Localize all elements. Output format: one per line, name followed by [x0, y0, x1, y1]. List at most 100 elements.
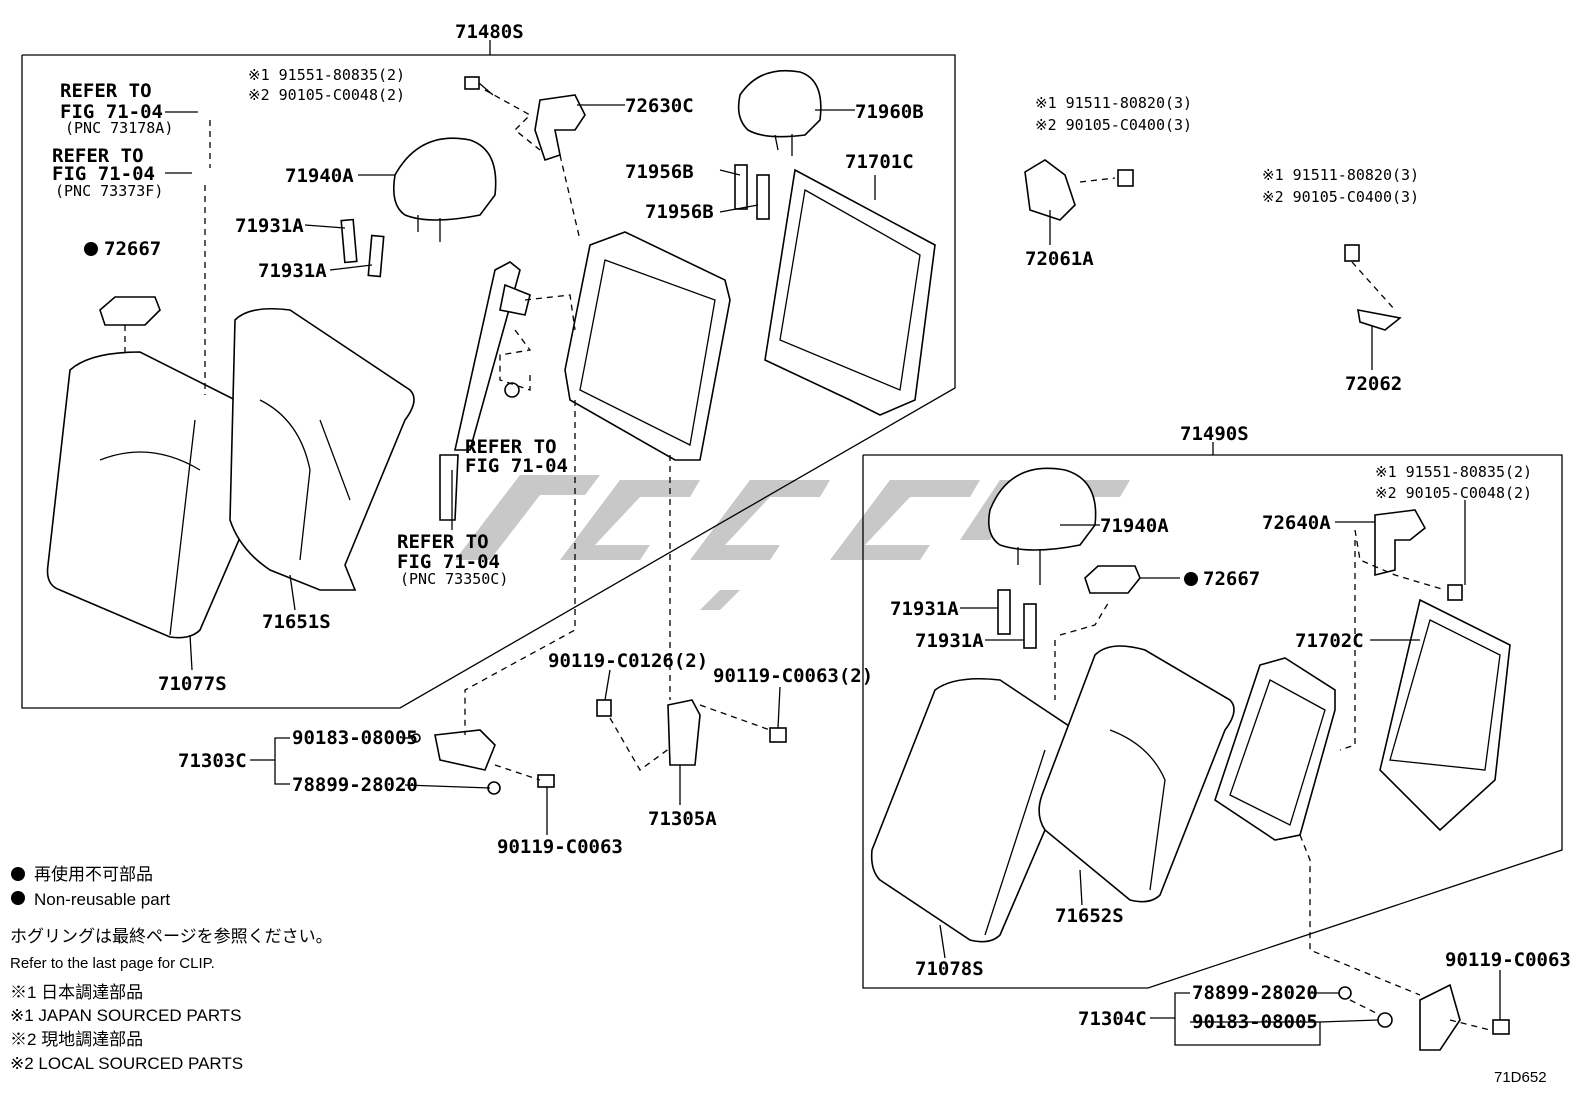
svg-text:REFER TO: REFER TO: [465, 436, 557, 458]
headrest-guides-71931A-left: [340, 218, 385, 278]
legend-s1-jp: ※1 日本調達部品: [10, 983, 143, 1002]
svg-text:FIG 71-04: FIG 71-04: [465, 455, 568, 477]
back-panel-71702C: [1379, 598, 1511, 832]
headrest-71960B: [737, 69, 822, 156]
seat-back-pad-71652S: [1038, 645, 1235, 903]
part-label-71931A-right-1: 71931A: [890, 598, 959, 620]
seat-belt-guide: [439, 261, 531, 521]
part-label-71940A-left: 71940A: [285, 165, 354, 187]
trim-cover-72667-right: [1084, 565, 1141, 594]
legend-s2-en: ※2 LOCAL SOURCED PARTS: [10, 1054, 243, 1073]
part-label-72640A: 72640A: [1262, 512, 1331, 534]
part-label-71305A: 71305A: [648, 808, 717, 830]
svg-text:FIG 71-04: FIG 71-04: [397, 551, 500, 573]
part-label-72061A: 72061A: [1025, 248, 1094, 270]
svg-text:(PNC 73178A): (PNC 73178A): [65, 119, 173, 137]
hinge-71304C: [1338, 983, 1510, 1051]
headrest-71940A-right: [987, 467, 1097, 585]
part-label-71931A-left-1: 71931A: [235, 215, 304, 237]
refer-note-2: REFER TO FIG 71-04 (PNC 73373F): [52, 145, 163, 200]
svg-text:※1 91551-80835(2): ※1 91551-80835(2): [1375, 463, 1532, 481]
part-label-71652S: 71652S: [1055, 905, 1124, 927]
legend-s2-jp: ※2 現地調達部品: [10, 1030, 143, 1049]
bolt-note-right-assembly: ※1 91551-80835(2) ※2 90105-C0048(2): [1375, 463, 1532, 502]
part-label-78899-28020-right: 78899-28020: [1192, 982, 1318, 1004]
bolt-note-top-left: ※1 91551-80835(2) ※2 90105-C0048(2): [248, 66, 405, 104]
svg-text:※2 90105-C0048(2): ※2 90105-C0048(2): [1375, 484, 1532, 502]
part-label-90119-C0063-left: 90119-C0063: [497, 836, 623, 858]
seat-back-cover-71078S: [870, 677, 1081, 943]
svg-text:REFER TO: REFER TO: [60, 80, 152, 102]
svg-text:※2 90105-C0048(2): ※2 90105-C0048(2): [248, 86, 405, 104]
refer-note-3: REFER TO FIG 71-04: [465, 436, 568, 477]
bracket-72061A: [1024, 159, 1134, 221]
legend-clip-en: Refer to the last page for CLIP.: [10, 955, 215, 972]
legend-nonreuse-jp: 再使用不可部品: [34, 864, 153, 884]
part-label-71940A-right: 71940A: [1100, 515, 1169, 537]
bolt-note-top-mid: ※1 91511-80820(3) ※2 90105-C0400(3): [1035, 94, 1192, 134]
part-label-71077S: 71077S: [158, 673, 227, 695]
trim-cover-72667-left: [99, 296, 161, 326]
svg-text:REFER TO: REFER TO: [52, 145, 144, 167]
bracket-71305A: [596, 699, 787, 766]
guides-71931A-right: [997, 589, 1037, 649]
back-panel-71701C: [764, 168, 936, 416]
seat-back-cover-71077S: [46, 351, 285, 639]
leader-lines: [165, 104, 1501, 1046]
refer-note-4: REFER TO FIG 71-04 (PNC 73350C): [397, 531, 508, 588]
part-label-90119-C0063-2: 90119-C0063(2): [713, 665, 873, 687]
part-label-71078S: 71078S: [915, 958, 984, 980]
frame-71480: [564, 231, 731, 461]
legend-dot-jp: [11, 867, 25, 881]
part-label-90119-C0126: 90119-C0126(2): [548, 650, 708, 672]
nonreusable-dot-left: [84, 242, 98, 256]
part-label-71702C: 71702C: [1295, 630, 1364, 652]
svg-text:REFER TO: REFER TO: [397, 531, 489, 553]
part-label-71956B-1: 71956B: [625, 161, 694, 183]
part-label-71956B-2: 71956B: [645, 201, 714, 223]
guides-71956B: [734, 164, 770, 220]
assembly-dashed-lines: [124, 89, 1491, 1031]
part-label-78899-28020-left: 78899-28020: [292, 774, 418, 796]
part-label-90183-08005-right: 90183-08005: [1192, 1011, 1318, 1033]
legend-dot-en: [11, 891, 25, 905]
figure-id: 71D652: [1494, 1069, 1547, 1086]
clip-72062: [1344, 244, 1402, 331]
hinge-71303C: [411, 729, 555, 795]
svg-text:FIG 71-04: FIG 71-04: [60, 101, 163, 123]
part-label-71303C: 71303C: [178, 750, 247, 772]
bolt-note-top-right: ※1 91511-80820(3) ※2 90105-C0400(3): [1262, 166, 1419, 206]
part-label-71651S: 71651S: [262, 611, 331, 633]
part-label-90183-08005-left: 90183-08005: [292, 727, 418, 749]
frame-71490: [1214, 657, 1336, 841]
legend-nonreuse-en: Non-reusable part: [34, 890, 170, 909]
part-label-72062: 72062: [1345, 373, 1402, 395]
svg-text:(PNC 73373F): (PNC 73373F): [55, 182, 163, 200]
part-label-71701C: 71701C: [845, 151, 914, 173]
part-label-71304C: 71304C: [1078, 1008, 1147, 1030]
refer-note-1: REFER TO FIG 71-04 (PNC 73178A): [60, 80, 173, 137]
legend-clip-jp: ホグリングは最終ページを参照ください。: [10, 927, 333, 946]
assembly-frame-left: [21, 40, 956, 709]
part-label-71931A-right-2: 71931A: [915, 630, 984, 652]
assembly-frame-right: [862, 442, 1563, 989]
svg-text:※1 91511-80820(3): ※1 91511-80820(3): [1262, 166, 1419, 184]
part-label-72667-left: 72667: [104, 238, 161, 260]
legend: 再使用不可部品 Non-reusable part ホグリングは最終ページを参照…: [10, 864, 333, 1073]
svg-text:FIG 71-04: FIG 71-04: [52, 163, 155, 185]
seat-back-pad-71651S: [229, 307, 415, 591]
lock-72640A: [1374, 509, 1463, 601]
bolt-top-left: [464, 76, 494, 96]
lock-72630C: [534, 94, 586, 162]
part-label-72630C: 72630C: [625, 95, 694, 117]
assembly-label-71490S: 71490S: [1180, 423, 1249, 445]
svg-text:※1 91511-80820(3): ※1 91511-80820(3): [1035, 94, 1192, 112]
part-label-71931A-left-2: 71931A: [258, 260, 327, 282]
assembly-label-71480S: 71480S: [455, 21, 524, 43]
svg-text:(PNC 73350C): (PNC 73350C): [400, 570, 508, 588]
headrest-71940A-left: [392, 137, 497, 242]
part-label-71960B: 71960B: [855, 101, 924, 123]
svg-text:※2 90105-C0400(3): ※2 90105-C0400(3): [1262, 188, 1419, 206]
legend-s1-en: ※1 JAPAN SOURCED PARTS: [10, 1006, 242, 1025]
